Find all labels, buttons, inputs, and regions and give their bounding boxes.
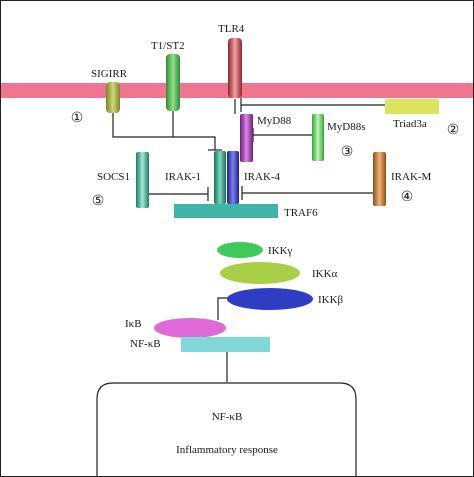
nfkb-protein	[181, 337, 270, 352]
ikk-alpha-ellipse	[220, 262, 300, 284]
irak4-kinase	[227, 151, 239, 204]
t1st2-receptor	[166, 54, 180, 111]
ikk-gamma-ellipse	[217, 242, 263, 258]
myd88-label: MyD88	[257, 115, 292, 127]
traf6-label: TRAF6	[284, 207, 318, 219]
triad3a-protein	[385, 99, 439, 114]
ikk-beta-label: IKKβ	[318, 294, 344, 306]
myd88-adaptor	[240, 114, 253, 162]
t1st2-label: T1/ST2	[151, 40, 185, 52]
ikk-beta-ellipse	[227, 288, 313, 310]
ikb-label: IκB	[125, 318, 142, 330]
irakm-label: IRAK-M	[391, 171, 432, 183]
socs1-protein	[136, 152, 149, 208]
tlr4-receptor	[228, 38, 242, 98]
nucleus-subtitle: Inflammatory response	[176, 444, 278, 456]
marker-2: ②	[447, 123, 460, 138]
ikk-alpha-label: IKKα	[312, 268, 338, 280]
tlr4-label: TLR4	[218, 23, 245, 35]
socs1-label: SOCS1	[97, 171, 130, 183]
ikk-gamma-label: IKKγ	[268, 245, 293, 257]
nucleus-box	[96, 382, 357, 476]
nfkb-label: NF-κB	[130, 338, 161, 350]
triad3a-label: Triad3a	[393, 118, 427, 130]
irak4-label: IRAK-4	[244, 171, 281, 183]
myd88s-label: MyD88s	[327, 121, 366, 133]
marker-3: ③	[341, 145, 354, 160]
marker-1: ①	[71, 111, 84, 126]
sigirr-receptor	[106, 82, 120, 113]
ikb-ellipse	[154, 318, 226, 338]
marker-4: ④	[401, 190, 414, 205]
myd88s-protein	[312, 114, 324, 161]
sigirr-label: SIGIRR	[91, 68, 128, 80]
irak1-kinase	[214, 151, 226, 204]
nucleus-title: NF-κB	[212, 411, 243, 423]
marker-5: ⑤	[92, 194, 105, 209]
irak1-label: IRAK-1	[165, 171, 201, 183]
irakm-protein	[373, 152, 386, 206]
traf6-protein	[174, 204, 278, 218]
